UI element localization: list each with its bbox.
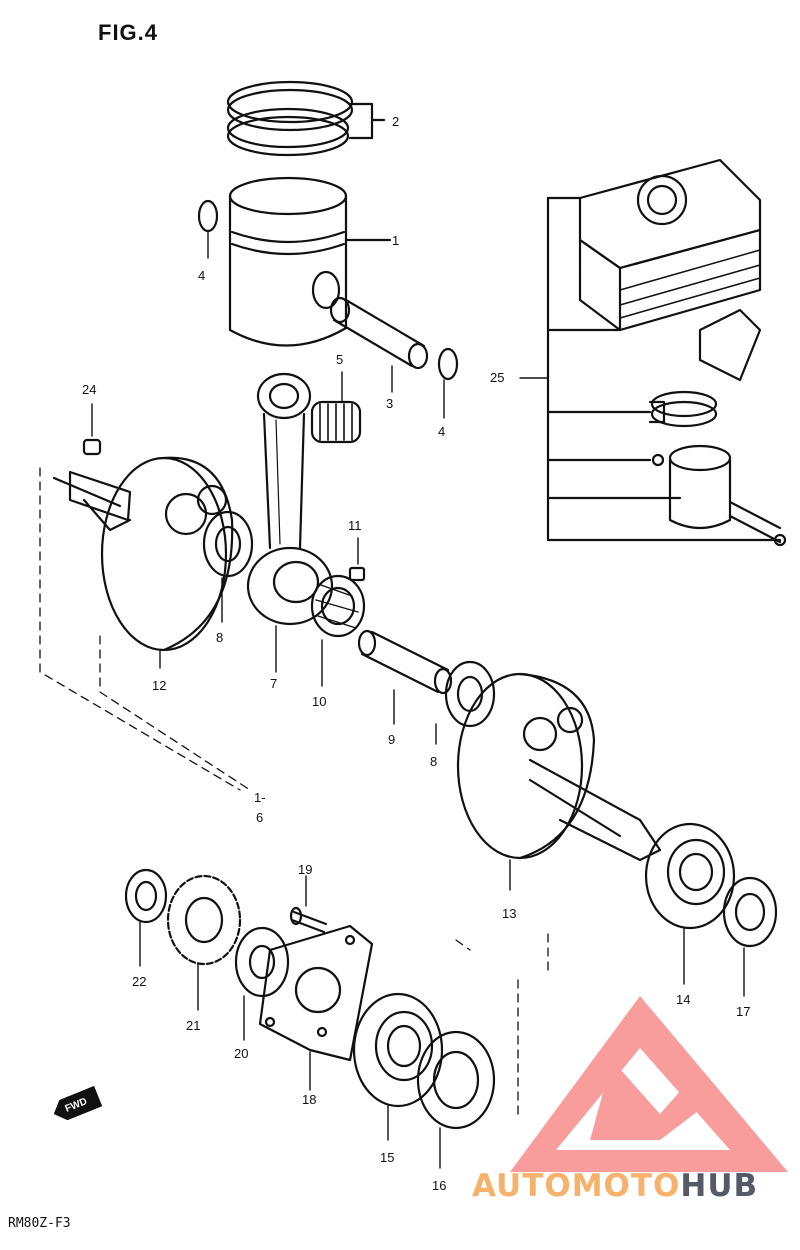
big-end-bearing [310,574,366,687]
callout-8-right: 8 [430,754,438,769]
callout-19: 19 [298,862,313,877]
cylinder-assembly [519,158,787,547]
callout-18: 18 [302,1092,317,1107]
spacer [234,926,290,1041]
callout-4-left: 4 [198,268,206,283]
thrust-washer-left [202,510,254,623]
crank-web-left [52,456,234,669]
callout-15: 15 [380,1150,395,1165]
connecting-rod [246,372,334,673]
callout-14: 14 [676,992,691,1007]
watermark-text-gray: HUB [680,1168,759,1204]
piston-rings [226,80,386,157]
callout-7: 7 [270,676,278,691]
watermark-logo [510,996,788,1172]
callout-17: 17 [736,1004,751,1019]
bearing-retainer [258,924,374,1091]
callout-4-right: 4 [438,424,446,439]
small-end-bearing [310,371,362,444]
assembly-guide-lines [39,467,549,1121]
callout-25: 25 [490,370,505,385]
callout-22: 22 [132,974,147,989]
piston [228,176,392,347]
callout-16: 16 [432,1178,447,1193]
callout-1: 1 [392,233,400,248]
callout-24: 24 [82,382,97,397]
crank-pin [357,629,453,725]
callout-10: 10 [312,694,327,709]
callout-12: 12 [152,678,167,693]
callout-9: 9 [388,732,396,747]
oil-seal-lower [416,1030,496,1169]
circlip-left [197,199,219,233]
callout-8-left: 8 [216,630,224,645]
footer-code: RM80Z-F3 [8,1216,71,1231]
woodruff-key [82,438,102,456]
oil-seal-left [124,868,168,967]
callout-20: 20 [234,1046,249,1061]
piston-pin [329,296,429,393]
callout-21: 21 [186,1018,201,1033]
circlip-right [437,347,459,381]
main-bearing-left [352,992,444,1141]
figure-title: FIG.4 [98,20,159,45]
thrust-washer-right [435,660,496,745]
callout-13: 13 [502,906,517,921]
callout-11: 11 [348,518,362,533]
oil-seal-right [722,876,778,997]
main-bearing-right [644,822,736,985]
watermark-text: AUTOMOTOHUB [472,1168,758,1204]
callout-2: 2 [392,114,400,129]
watermark-text-orange: AUTOMOTO [472,1168,681,1204]
callout-6-prefix: 1- [254,790,266,805]
callout-3: 3 [386,396,394,411]
bolt [289,875,328,934]
callout-6: 6 [256,810,264,825]
washer-small [348,566,366,582]
callout-5: 5 [336,352,344,367]
drive-gear [166,874,242,1011]
crank-web-right [456,672,662,891]
